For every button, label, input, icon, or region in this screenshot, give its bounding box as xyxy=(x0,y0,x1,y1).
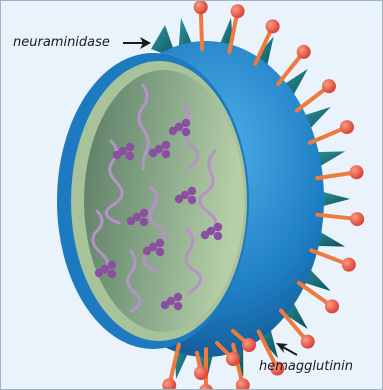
hemagglutinin-knob xyxy=(342,258,356,272)
arrow-icon xyxy=(276,343,297,355)
hemagglutinin-knob xyxy=(199,384,213,389)
hemagglutinin-knob xyxy=(350,165,364,179)
hemagglutinin-knob xyxy=(242,338,256,352)
hemagglutinin-knob xyxy=(322,79,336,93)
hemagglutinin-knob xyxy=(231,4,245,18)
hemagglutinin-knob xyxy=(325,299,339,313)
hemagglutinin-knob xyxy=(226,352,240,366)
hemagglutinin-knob xyxy=(301,335,315,349)
cross-section-interior xyxy=(84,70,244,332)
hemagglutinin-knob xyxy=(194,1,208,14)
hemagglutinin-knob xyxy=(236,378,250,389)
hemagglutinin-knob xyxy=(162,378,176,389)
label-hemagglutinin: hemagglutinin xyxy=(259,359,353,374)
hemagglutinin-knob xyxy=(297,45,311,59)
hemagglutinin-knob xyxy=(340,120,354,134)
hemagglutinin-knob xyxy=(266,19,280,33)
label-neuraminidase: neuraminidase xyxy=(13,35,110,50)
arrow-icon xyxy=(123,37,151,49)
hemagglutinin-knob xyxy=(194,366,208,380)
hemagglutinin-knob xyxy=(350,212,364,226)
